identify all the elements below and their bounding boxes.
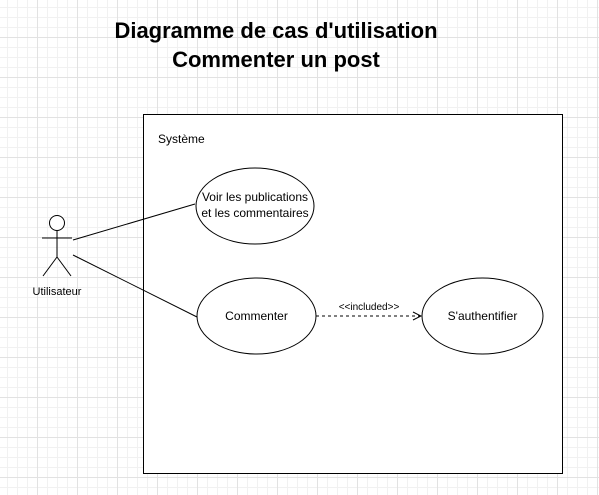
include-relation[interactable]: <<included>> [316,302,421,316]
diagram-title-line2: Commenter un post [172,47,380,72]
diagram-title-line1: Diagramme de cas d'utilisation [114,18,438,43]
actor-label: Utilisateur [33,286,82,298]
association-commenter[interactable] [72,254,198,318]
actor-figure-icon [42,215,72,277]
use-case-voir-publications[interactable]: Voir les publications et les commentaire… [195,167,315,245]
diagram-title: Diagramme de cas d'utilisation Commenter… [60,16,492,74]
system-label: Système [158,132,205,146]
use-case-voir-label-line2: et les commentaires [201,206,308,220]
use-case-voir-label-line1: Voir les publications [202,190,308,204]
include-relation-label: <<included>> [339,302,400,313]
actor-utilisateur[interactable]: Utilisateur [33,215,82,299]
use-case-commenter-label: Commenter [225,309,288,323]
use-case-sauthentifier[interactable]: S'authentifier [421,277,544,355]
use-case-commenter[interactable]: Commenter [196,277,317,355]
use-case-sauthentifier-label: S'authentifier [448,309,518,323]
association-voir[interactable] [72,203,196,241]
